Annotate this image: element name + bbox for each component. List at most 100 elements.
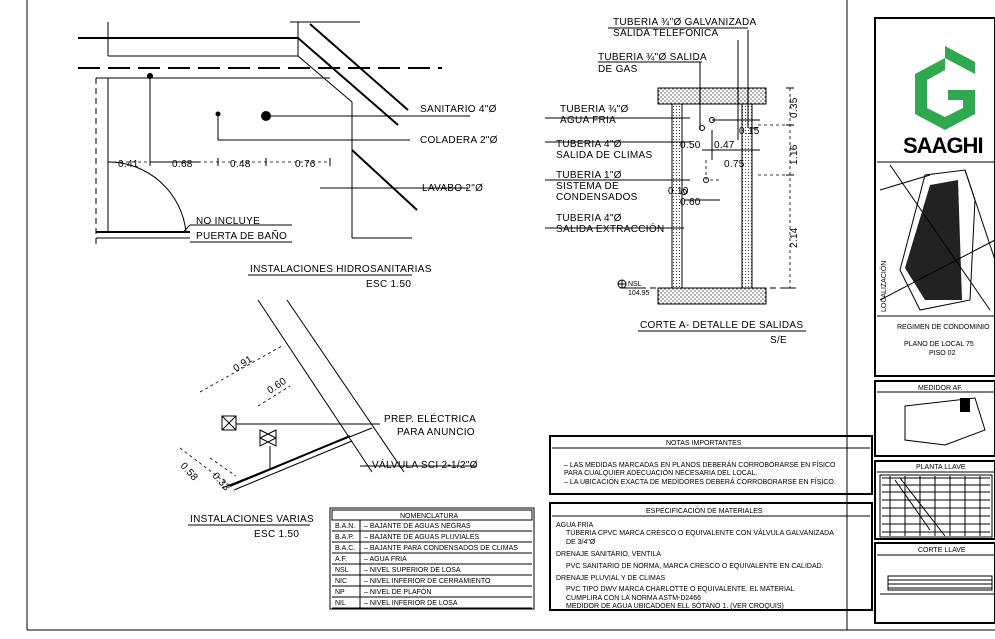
- hydro-title: INSTALACIONES HIDROSANITARIAS: [250, 264, 432, 275]
- label-lavabo: LAVABO 2"Ø: [422, 183, 483, 194]
- label-galv-2: SALIDA TELEFONICA: [613, 28, 719, 39]
- title-block: SAAGHI LOCALIZACIÓN REGIMEN DE CONDOMINI…: [874, 17, 995, 624]
- sheet-border: [26, 0, 995, 631]
- nomenclatura-desc: – BAJANTE DE AGUAS PLUVIALES: [364, 534, 479, 541]
- label-fria-1: TUBERIA ¾"Ø: [560, 104, 629, 115]
- varias-title: INSTALACIONES VARIAS: [190, 514, 314, 525]
- nsl-label: NSL: [628, 281, 642, 288]
- nomenclatura-desc: – BAJANTE DE AGUAS NEGRAS: [364, 523, 471, 530]
- dim-0.91: 0.91: [232, 354, 255, 375]
- label-valvula: VÁLVULA SCI 2-1/2"Ø: [372, 458, 478, 471]
- label-sanitario: SANITARIO 4"Ø: [420, 104, 497, 115]
- section-drawing: [545, 27, 800, 305]
- notas-title: NOTAS IMPORTANTES: [666, 440, 742, 447]
- dim-0.58: 0.58: [178, 461, 200, 484]
- dim-0.35: 0.35: [789, 97, 800, 118]
- dim-0.10: 0.10: [668, 186, 689, 197]
- label-extr-2: SALIDA EXTRACCIÓN: [556, 222, 664, 235]
- espec-line-9: MEDIDOR DE AGUA UBICADOEN ELL SÓTANO 1. …: [566, 601, 784, 610]
- label-gas-1: TUBERIA ¾"Ø SALIDA: [598, 52, 707, 63]
- nomenclatura-code: B.A.C.: [335, 545, 355, 552]
- planta-llave-drawing: [879, 474, 993, 538]
- nomenclatura-code: NP: [335, 589, 345, 596]
- dim-1.16: 1.16: [789, 144, 800, 165]
- dim-0.41: 0.41: [118, 159, 139, 170]
- dim-0.60-b: 0.60: [266, 376, 289, 397]
- nomenclatura-rows: B.A.N. – BAJANTE DE AGUAS NEGRAS B.A.P. – B…: [332, 523, 532, 609]
- varias-drawing: [179, 299, 476, 491]
- label-climas-1: TUBERIA 4"Ø: [556, 139, 622, 150]
- espec-title: ESPECIFICACIÓN DE MATERIALES: [646, 506, 763, 515]
- nomenclatura-code: NIC: [335, 578, 347, 585]
- medidor-title: MEDIDOR AF.: [918, 385, 963, 392]
- regimen-label: REGIMEN DE CONDOMINIO: [897, 324, 990, 331]
- corte-title: CORTE LLAVE: [918, 547, 966, 554]
- nomenclatura-desc: – BAJANTE PARA CONDENSADOS DE CLIMAS: [364, 545, 518, 552]
- nomenclatura-desc: – AGUA FRIA: [364, 556, 407, 563]
- label-no-incluye: NO INCLUYE: [196, 216, 260, 227]
- hydro-scale: ESC 1.50: [366, 279, 411, 290]
- dim-2.14: 2.14: [789, 227, 800, 248]
- nomenclatura-code: NSL: [335, 567, 349, 574]
- label-galv-1: TUBERIA ¾"Ø GALVANIZADA: [613, 17, 756, 28]
- nomenclatura-desc: – NIVEL DE PLAFÓN: [364, 587, 431, 596]
- piso-label: PISO 02: [929, 350, 956, 357]
- section-scale: S/E: [770, 335, 787, 346]
- nomenclatura-desc: – NIVEL SUPERIOR DE LOSA: [364, 567, 461, 574]
- section-title: CORTE A- DETALLE DE SALIDAS: [640, 320, 803, 331]
- notas-line-2: PARA CUALQUIER ADECUACIÓN NECESARIA DEL …: [564, 468, 757, 477]
- dim-0.75: 0.75: [724, 159, 745, 170]
- dim-0.15: 0.15: [739, 126, 760, 137]
- espec-line-4: DRENAJE SANITARIO, VENTILA: [556, 551, 661, 558]
- espec-line-3: DE 3/4"Ø: [566, 539, 596, 546]
- dim-0.60: 0.60: [680, 197, 701, 208]
- label-coladera: COLADERA 2"Ø: [420, 135, 498, 146]
- saaghi-logo-icon: [915, 46, 975, 130]
- label-puerta-bano: PUERTA DE BAÑO: [196, 229, 287, 242]
- logo-text: SAAGHI: [903, 133, 983, 158]
- espec-line-2: TUBERIA CPVC MARCA CRESCO O EQUIVALENTE …: [566, 528, 834, 537]
- nomenclatura-code: NIL: [335, 600, 346, 607]
- nomenclatura-code: A.F.: [335, 556, 347, 563]
- hydro-labels: SANITARIO 4"Ø COLADERA 2"Ø LAVABO 2"Ø 0.…: [118, 104, 498, 290]
- especificacion-box: ESPECIFICACIÓN DE MATERIALES AGUA FRIA T…: [549, 502, 873, 611]
- nomenclatura-desc: – NIVEL INFERIOR DE CERRAMIENTO: [364, 578, 491, 585]
- hydro-plan: [78, 21, 470, 245]
- label-fria-2: AGUA FRIA: [560, 115, 616, 126]
- label-extr-1: TUBERIA 4"Ø: [556, 213, 622, 224]
- label-cond-3: CONDENSADOS: [556, 192, 638, 203]
- notas-box: NOTAS IMPORTANTES – LAS MEDIDAS MARCADAS…: [549, 435, 873, 495]
- espec-line-8: CUMPLIRA CON LA NORMA ASTM-D2466: [566, 595, 701, 602]
- varias-scale: ESC 1.50: [254, 529, 299, 540]
- dim-0.76: 0.76: [295, 159, 316, 170]
- corte-llave-drawing: [880, 575, 995, 595]
- localizacion-label: LOCALIZACIÓN: [879, 261, 888, 312]
- notas-line-1: – LAS MEDIDAS MARCADAS EN PLANOS DEBERÁN…: [564, 460, 836, 469]
- notas-line-3: – LA UBICACIÓN EXACTA DE MEDIDORES DEBER…: [564, 477, 836, 486]
- espec-line-1: AGUA FRIA: [556, 522, 594, 529]
- plano-label: PLANO DE LOCAL 75: [904, 341, 974, 348]
- espec-line-6: DRENAJE PLUVIAL Y DE CLIMAS: [556, 575, 666, 582]
- label-climas-2: SALIDA DE CLIMAS: [556, 150, 653, 161]
- espec-line-7: PVC TIPO DWV MARCA CHARLOTTE O EQUIVALEN…: [566, 586, 795, 593]
- nomenclatura-table: NOMENCLATURA B.A.N. – BAJANTE DE AGUAS NE…: [329, 507, 535, 610]
- espec-line-5: PVC SANITARIO DE NORMA, MARCA CRESCO O E…: [566, 563, 824, 570]
- dim-0.68: 0.68: [172, 159, 193, 170]
- dim-0.48: 0.48: [230, 159, 251, 170]
- dim-0.50: 0.50: [680, 140, 701, 151]
- label-para-anuncio: PARA ANUNCIO: [397, 427, 475, 438]
- label-gas-2: DE GAS: [598, 64, 638, 75]
- label-cond-1: TUBERIA 1"Ø: [556, 170, 622, 181]
- dim-0.47: 0.47: [714, 140, 735, 151]
- nomenclatura-code: B.A.N.: [335, 523, 355, 530]
- nomenclatura-code: B.A.P.: [335, 534, 354, 541]
- dim-0.33: 0.33: [210, 471, 232, 494]
- localizacion-map: [879, 164, 995, 311]
- nomenclatura-title: NOMENCLATURA: [400, 513, 459, 520]
- nsl-value: 104.95: [628, 290, 650, 297]
- section-labels: TUBERIA ¾"Ø GALVANIZADA SALIDA TELEFONIC…: [556, 17, 806, 346]
- label-cond-2: SISTEMA DE: [556, 181, 619, 192]
- planta-title: PLANTA LLAVE: [916, 464, 966, 471]
- label-prep-electrica: PREP. ELÉCTRICA: [384, 412, 476, 425]
